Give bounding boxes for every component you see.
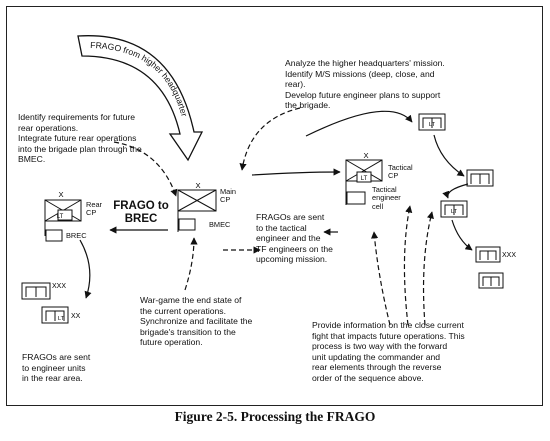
frago-to-brec-label: FRAGO to BREC — [113, 200, 169, 225]
arrow-identify-to-main — [113, 141, 178, 197]
rear-cp-label: Rear CP — [86, 200, 103, 218]
tactical-engineer-cell-label: Tactical engineer cell — [372, 185, 401, 211]
frago-higher-label: FRAGO from higher headquarters — [0, 0, 190, 118]
main-cp-label: Main CP — [220, 187, 237, 205]
rear-xxx-label: XXX — [52, 283, 66, 290]
tactical-cp-symbol — [345, 159, 383, 205]
figure-frame — [6, 6, 543, 406]
unit-forward-top — [418, 113, 446, 131]
arrow-wargame-to-main — [184, 237, 198, 291]
arrow-forward-chain-3 — [451, 219, 473, 251]
arrow-forward-chain-2 — [442, 183, 469, 199]
rear-xx-lt: LT — [58, 316, 65, 322]
connectors — [79, 107, 473, 326]
forward-3-lt: LT — [451, 209, 458, 215]
figure-caption: Figure 2-5. Processing the FRAGO — [174, 409, 376, 424]
svg-text:FRAGO from higher headquarters: FRAGO from higher headquarters — [0, 0, 190, 118]
arrow-up-3 — [371, 231, 391, 326]
bmec-label: BMEC — [209, 220, 231, 229]
brec-label: BREC — [66, 231, 87, 240]
unit-forward-xxx — [475, 246, 501, 263]
arrow-main-to-tactical — [251, 168, 341, 176]
note-analyze: Analyze the higher headquarters' mission… — [285, 58, 445, 111]
arrow-rear-to-units — [79, 239, 92, 299]
note-war-game: War-game the end state of the current op… — [140, 295, 253, 348]
rear-xx-label: XX — [71, 313, 81, 320]
note-fragos-rear: FRAGOs are sent to engineer units in the… — [22, 352, 91, 384]
unit-rear-xx — [41, 306, 69, 324]
arrow-analyze-to-main — [239, 107, 301, 171]
unit-rear-xxx — [21, 282, 51, 300]
rear-cp-echelon: X — [58, 190, 63, 199]
arrow-up-2 — [422, 211, 434, 326]
main-cp-symbol — [177, 189, 217, 232]
note-identify-rear: Identify requirements for future rear op… — [18, 112, 142, 165]
forward-top-lt: LT — [429, 122, 436, 128]
rear-cp-symbol — [44, 199, 82, 242]
forward-xxx-label: XXX — [502, 252, 516, 259]
unit-forward-3 — [440, 200, 468, 218]
tactical-cp-label: Tactical CP — [388, 163, 413, 181]
note-provide-info: Provide information on the close current… — [312, 320, 465, 383]
arrow-forward-chain-1 — [433, 134, 465, 177]
note-fragos-tactical: FRAGOs are sent to the tactical engineer… — [256, 212, 333, 265]
tactical-cp-lt: LT — [361, 176, 368, 182]
main-cp-echelon: X — [195, 181, 200, 190]
unit-forward-2 — [466, 169, 494, 187]
arrow-up-1 — [403, 205, 413, 326]
arrow-to-forward-top — [305, 110, 413, 137]
unit-forward-bottom — [478, 272, 504, 289]
rear-cp-lt: LT — [57, 214, 64, 220]
tactical-cp-echelon: X — [363, 151, 368, 160]
